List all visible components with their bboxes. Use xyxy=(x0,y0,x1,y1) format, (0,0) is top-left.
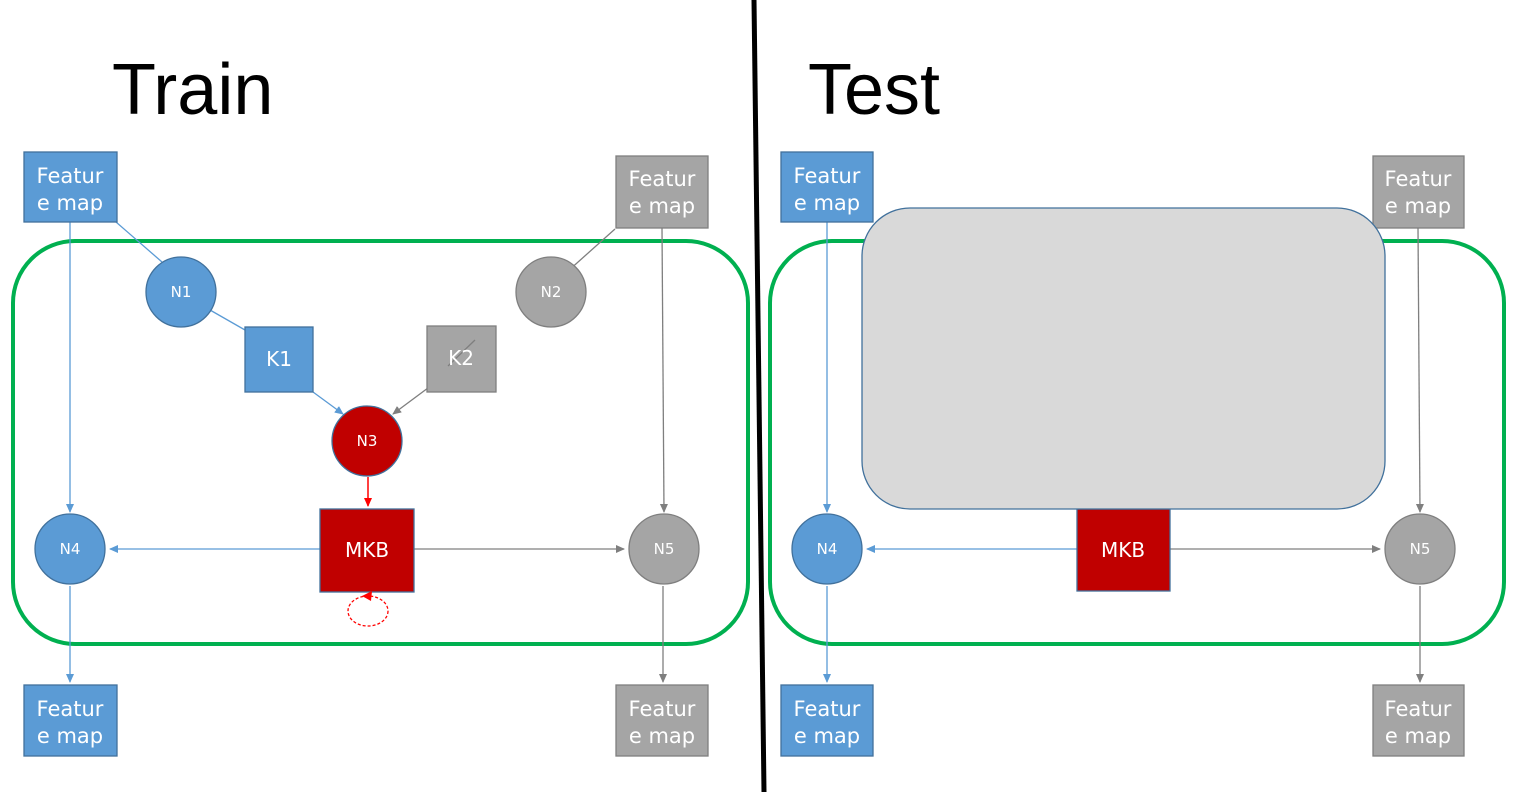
svg-text:N4: N4 xyxy=(60,540,81,558)
train-panel: Train Featur e map Featur e map Featur xyxy=(11,50,750,757)
train-node-n4: N4 xyxy=(34,513,106,585)
test-node-n5: N5 xyxy=(1384,513,1456,585)
test-feature-map-bottom-left: Featur e map xyxy=(780,684,874,757)
panel-divider xyxy=(751,0,767,792)
svg-text:Featur: Featur xyxy=(629,167,696,191)
connector-fm-to-n1 xyxy=(115,221,163,263)
mkb-self-loop-arrowhead xyxy=(362,591,372,601)
arrow-k1-to-n3 xyxy=(312,391,344,415)
svg-text:e map: e map xyxy=(629,724,695,748)
svg-text:Featur: Featur xyxy=(794,697,861,721)
train-feature-map-top-left: Featur e map xyxy=(23,151,118,223)
svg-text:N2: N2 xyxy=(541,283,562,301)
train-node-mkb: MKB xyxy=(319,508,415,593)
test-node-mkb: MKB xyxy=(1076,508,1171,592)
test-title: Test xyxy=(808,50,940,130)
test-node-n4: N4 xyxy=(791,513,863,585)
svg-text:e map: e map xyxy=(37,724,103,748)
train-node-n3: N3 xyxy=(331,405,403,477)
svg-text:K1: K1 xyxy=(266,347,292,371)
train-node-n1: N1 xyxy=(145,256,217,328)
svg-text:N4: N4 xyxy=(817,540,838,558)
arrow-test-fm-to-n5 xyxy=(1415,227,1424,513)
svg-text:N3: N3 xyxy=(357,432,378,450)
test-feature-map-top-right: Featur e map xyxy=(1372,155,1465,229)
svg-text:K2: K2 xyxy=(448,346,474,370)
arrow-fm-to-n5 xyxy=(659,227,668,513)
svg-text:e map: e map xyxy=(794,724,860,748)
svg-text:Featur: Featur xyxy=(37,697,104,721)
train-node-n2: N2 xyxy=(515,256,587,328)
svg-text:Featur: Featur xyxy=(1385,697,1452,721)
test-feature-map-top-left: Featur e map xyxy=(780,151,874,223)
test-panel: Test Featur e map Featur e map Featur e … xyxy=(768,50,1506,757)
train-node-k2: K2 xyxy=(426,325,497,393)
connector-n1-to-k1 xyxy=(209,309,246,331)
svg-text:e map: e map xyxy=(1385,194,1451,218)
test-hidden-region-overlay xyxy=(861,207,1386,510)
mkb-self-loop xyxy=(347,595,389,627)
train-node-k1: K1 xyxy=(244,326,314,393)
svg-text:MKB: MKB xyxy=(1101,538,1145,562)
svg-text:N5: N5 xyxy=(654,540,675,558)
train-node-n5: N5 xyxy=(628,513,700,585)
svg-text:Featur: Featur xyxy=(629,697,696,721)
svg-text:MKB: MKB xyxy=(345,538,389,562)
svg-text:e map: e map xyxy=(1385,724,1451,748)
svg-text:e map: e map xyxy=(794,191,860,215)
svg-text:Featur: Featur xyxy=(794,164,861,188)
svg-text:Featur: Featur xyxy=(1385,167,1452,191)
svg-text:N1: N1 xyxy=(171,283,192,301)
train-title: Train xyxy=(112,50,273,130)
train-container xyxy=(11,239,750,646)
train-feature-map-top-right: Featur e map xyxy=(615,155,709,229)
svg-text:e map: e map xyxy=(629,194,695,218)
svg-text:N5: N5 xyxy=(1410,540,1431,558)
svg-text:e map: e map xyxy=(37,191,103,215)
test-feature-map-bottom-right: Featur e map xyxy=(1372,684,1465,757)
train-feature-map-bottom-left: Featur e map xyxy=(23,684,118,757)
svg-text:Featur: Featur xyxy=(37,164,104,188)
train-feature-map-bottom-right: Featur e map xyxy=(615,684,709,757)
